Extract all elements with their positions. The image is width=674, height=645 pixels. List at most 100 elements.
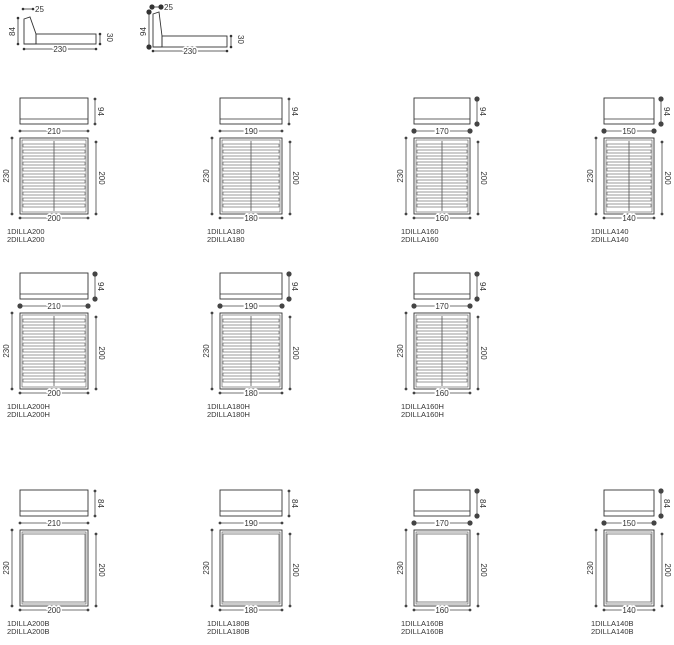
model-code: 1DILLA200B [7, 619, 50, 628]
overall-depth-label-end [210, 528, 214, 532]
head-height-label-end [286, 271, 292, 277]
overall-depth-label-end [594, 212, 598, 216]
mattress-length-label: 200 [97, 346, 106, 360]
model-code: 1DILLA180 [207, 227, 245, 236]
mattress-width-label-end [18, 391, 22, 395]
model-code: 2DILLA140B [591, 627, 634, 636]
overall-depth-label-end [594, 604, 598, 608]
overall-width-label-end [218, 521, 222, 525]
head-height-label: 84 [662, 499, 671, 508]
head-height-label: 94 [662, 107, 671, 116]
mattress-width-label-end [468, 391, 472, 395]
mattress-width-label-end [280, 216, 284, 220]
overall-width-label-end [467, 520, 473, 526]
head-height-label-end [92, 271, 98, 277]
mattress-length-label: 200 [663, 563, 672, 577]
headboard-elevation [19, 489, 89, 517]
head-height-label: 84 [478, 499, 487, 508]
bed-plan-inner [605, 531, 653, 605]
headboard-elevation [219, 97, 283, 125]
bed-plan-inner [21, 314, 87, 388]
mattress-width-label-end [602, 216, 606, 220]
side1-frame-height: 30 [105, 33, 114, 42]
mattress-length-label-end [660, 140, 664, 144]
overall-width-label-end [85, 303, 91, 309]
overall-depth-label-end [404, 136, 408, 140]
mattress-length-label-end [476, 604, 480, 608]
model-code: 1DILLA140 [591, 227, 629, 236]
overall-width-label-end [86, 129, 90, 133]
model-code: 2DILLA200 [7, 235, 45, 244]
overall-depth-label: 230 [202, 344, 211, 358]
bed-plan-inner [605, 139, 653, 213]
model-code: 2DILLA180B [207, 627, 250, 636]
overall-width-label-end [467, 128, 473, 134]
head-height-label: 84 [96, 499, 105, 508]
model-code: 2DILLA160 [401, 235, 439, 244]
base-panel [606, 533, 652, 603]
model-code: 1DILLA160 [401, 227, 439, 236]
overall-depth-label-end [10, 387, 14, 391]
overall-depth-label: 230 [202, 561, 211, 575]
overall-width-label-end [601, 128, 607, 134]
head-height-label-end [93, 122, 97, 126]
bed-plan-frame [603, 137, 655, 215]
mattress-length-label: 200 [663, 171, 672, 185]
head-height-label-end [658, 96, 664, 102]
mattress-width-label: 160 [435, 606, 449, 615]
mattress-length-label: 200 [291, 171, 300, 185]
mattress-width-label: 200 [47, 606, 61, 615]
overall-depth-label: 230 [396, 561, 405, 575]
overall-width-label-end [218, 129, 222, 133]
overall-width-label-end [651, 128, 657, 134]
mattress-length-label: 200 [97, 563, 106, 577]
head-height-label-end [93, 97, 97, 101]
model-code: 1DILLA160H [401, 402, 444, 411]
overall-depth-label-end [10, 212, 14, 216]
side2-frame-height: 30 [236, 35, 245, 44]
head-height-label-end [474, 121, 480, 127]
headboard-elevation [413, 489, 471, 517]
head-height-label-end [286, 296, 292, 302]
overall-width-label: 210 [47, 302, 61, 311]
bed-plan-frame [219, 312, 283, 390]
mattress-width-label-end [86, 216, 90, 220]
headboard-elevation [413, 272, 471, 300]
head-height-label: 94 [478, 107, 487, 116]
mattress-width-label-end [218, 391, 222, 395]
overall-width-label-end [18, 129, 22, 133]
head-height-label-end [93, 489, 97, 493]
overall-width-label-end [17, 303, 23, 309]
overall-width-label-end [411, 303, 417, 309]
model-code: 2DILLA160H [401, 410, 444, 419]
bed-plan-inner [415, 314, 469, 388]
mattress-width-label-end [652, 216, 656, 220]
overall-depth-label-end [10, 136, 14, 140]
overall-depth-label-end [404, 387, 408, 391]
overall-width-label-end [280, 129, 284, 133]
bed-plan-inner [21, 531, 87, 605]
side1-headboard-depth: 25 [35, 5, 44, 14]
model-code: 1DILLA200H [7, 402, 50, 411]
side-view-standard: 25 84 30 230 [8, 5, 114, 56]
head-height-label-end [287, 514, 291, 518]
head-height-label: 94 [478, 282, 487, 291]
model-code: 2DILLA200H [7, 410, 50, 419]
mattress-width-label-end [18, 608, 22, 612]
overall-depth-label: 230 [586, 169, 595, 183]
mattress-width-label-end [468, 216, 472, 220]
base-panel [416, 533, 468, 603]
overall-depth-label: 230 [202, 169, 211, 183]
overall-width-label: 190 [244, 127, 258, 136]
bed-plan-frame [219, 529, 283, 607]
base-panel [22, 533, 86, 603]
head-height-label-end [474, 296, 480, 302]
head-height-label-end [287, 122, 291, 126]
base-panel [222, 533, 280, 603]
head-height-label: 94 [96, 107, 105, 116]
mattress-width-label-end [412, 216, 416, 220]
